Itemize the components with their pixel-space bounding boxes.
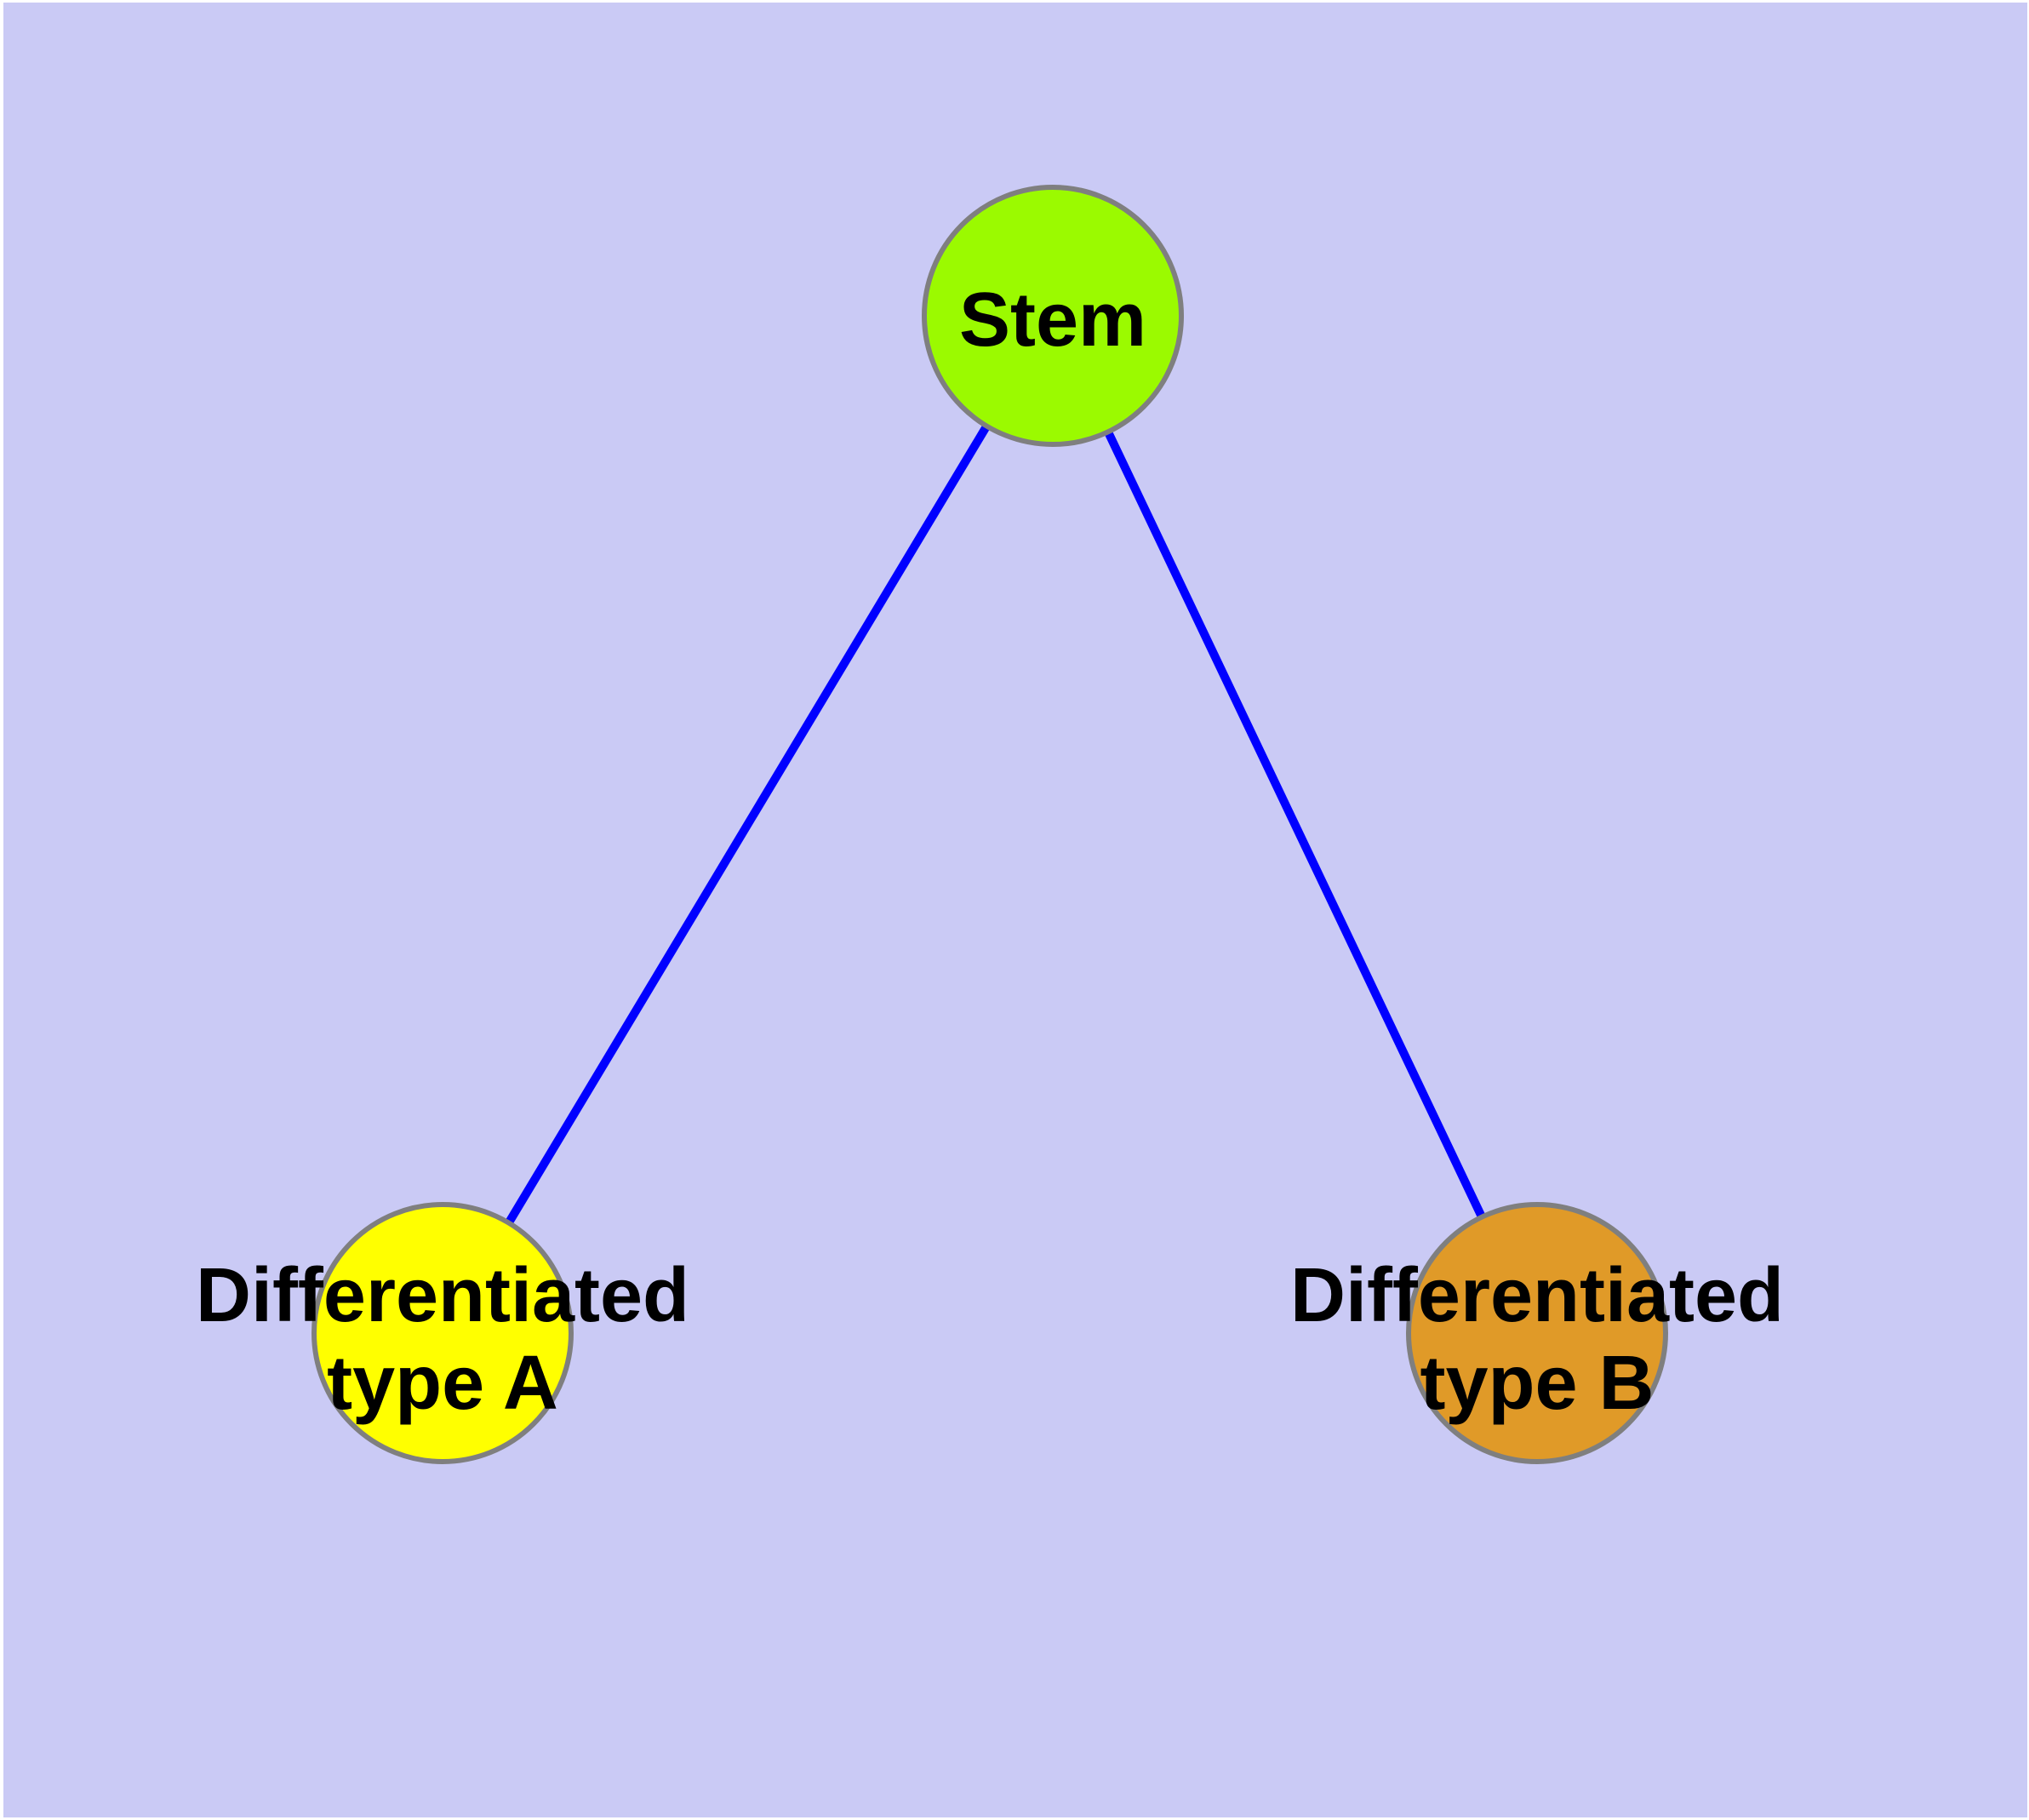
type-a-node-label-line1: Differentiated bbox=[196, 1253, 689, 1338]
node-stem[interactable] bbox=[922, 185, 1184, 447]
edge-stem-to-type-a bbox=[438, 313, 1057, 1336]
type-b-node-label-line2: type B bbox=[1420, 1341, 1654, 1426]
node-differentiated-type-a[interactable] bbox=[311, 1202, 574, 1464]
edge-stem-to-type-b bbox=[1049, 313, 1541, 1336]
type-b-node-label-line1: Differentiated bbox=[1290, 1253, 1784, 1338]
node-differentiated-type-b[interactable] bbox=[1406, 1202, 1668, 1464]
type-a-node-label-line2: type A bbox=[327, 1341, 558, 1426]
stem-node-label: Stem bbox=[959, 278, 1146, 363]
